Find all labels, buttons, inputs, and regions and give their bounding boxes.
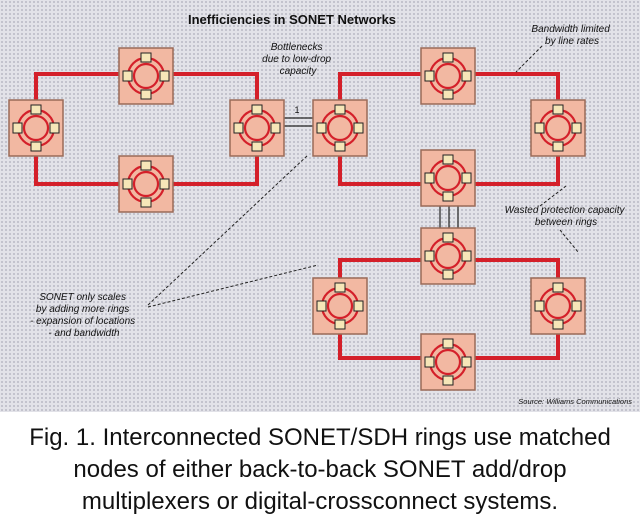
bandwidth-callout-line: by line rates bbox=[545, 36, 599, 47]
source-credit: Source: Williams Communications bbox=[518, 397, 632, 406]
ring-1-node-top bbox=[117, 46, 175, 106]
sonet-network-diagram: Inefficiencies in SONET Networks Bottlen… bbox=[7, 12, 632, 406]
bandwidth-callout-line: Bandwidth limited bbox=[531, 24, 610, 35]
ring-3-node-top bbox=[419, 226, 477, 286]
figure-panel: Inefficiencies in SONET Networks Bottlen… bbox=[0, 0, 640, 412]
ring-2-node-right bbox=[529, 98, 587, 158]
callout-arrows bbox=[147, 45, 579, 308]
protection-callout-line: Wasted protection capacity bbox=[505, 205, 626, 216]
ring-2-node-top bbox=[419, 46, 477, 106]
inter-ring-links bbox=[284, 117, 459, 230]
bottleneck-callout-line: Bottlenecks bbox=[271, 42, 323, 53]
bandwidth-arrow bbox=[515, 45, 543, 73]
ring-2-node-bottom bbox=[419, 148, 477, 208]
scaling-arrow-upper bbox=[147, 154, 309, 306]
figure-caption: Fig. 1. Interconnected SONET/SDH rings u… bbox=[0, 414, 640, 528]
protection-callout-line: between rings bbox=[535, 217, 597, 228]
bandwidth-callout: Bandwidth limited by line rates bbox=[531, 24, 612, 47]
bottleneck-callout-line: capacity bbox=[280, 66, 318, 77]
protection-arrow-upper bbox=[539, 185, 567, 207]
protection-arrow-lower bbox=[559, 229, 579, 253]
scaling-callout-line: - expansion of locations bbox=[30, 316, 135, 327]
ring-1-node-right bbox=[228, 98, 286, 158]
scaling-callout-line: SONET only scales bbox=[39, 292, 126, 303]
scaling-callout-line: - and bandwidth bbox=[48, 328, 120, 339]
ring-1-node-bottom bbox=[117, 154, 175, 214]
ring-3-node-bottom bbox=[419, 332, 477, 392]
ring-3-nodes bbox=[311, 226, 587, 392]
bottleneck-callout: Bottlenecks due to low-drop capacity bbox=[262, 42, 334, 77]
scaling-arrow-lower bbox=[147, 264, 319, 308]
diagram-title: Inefficiencies in SONET Networks bbox=[188, 12, 396, 27]
caption-line: Fig. 1. Interconnected SONET/SDH rings u… bbox=[29, 424, 611, 451]
ring-2-node-left bbox=[311, 98, 369, 158]
caption-line: multiplexers or digital-crossconnect sys… bbox=[81, 488, 559, 515]
scaling-callout: SONET only scales by adding more rings -… bbox=[30, 292, 138, 339]
protection-callout: Wasted protection capacity between rings bbox=[505, 205, 628, 228]
bottleneck-callout-line: due to low-drop bbox=[262, 54, 331, 65]
scaling-callout-line: by adding more rings bbox=[36, 304, 129, 315]
caption-line: nodes of either back-to-back SONET add/d… bbox=[73, 456, 567, 483]
ring-1-node-left bbox=[7, 98, 65, 158]
ring-3-node-left bbox=[311, 276, 369, 336]
ring-3-node-right bbox=[529, 276, 587, 336]
drop-marker: 1 bbox=[294, 105, 299, 115]
